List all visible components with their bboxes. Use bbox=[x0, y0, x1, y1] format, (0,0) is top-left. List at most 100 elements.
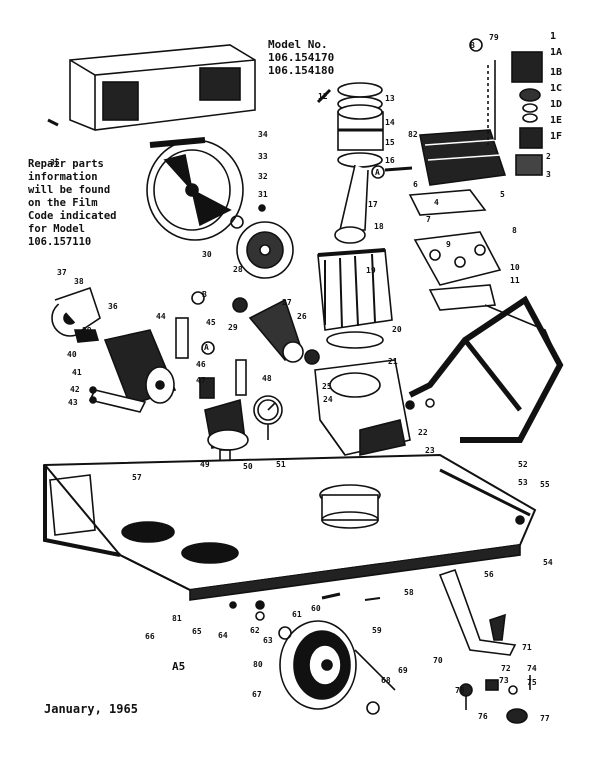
ref-label: 33 bbox=[258, 152, 268, 161]
page-code: A5 bbox=[172, 660, 186, 673]
ref-label: 1F bbox=[550, 131, 563, 142]
piston-assembly bbox=[316, 82, 384, 244]
ref-label: 45 bbox=[206, 318, 216, 327]
ref-label: 19 bbox=[366, 266, 376, 275]
ref-label: 17 bbox=[368, 200, 378, 209]
model-number-1: 106.154170 bbox=[268, 51, 335, 64]
ref-label: 2 bbox=[546, 152, 551, 161]
ref-label: 68 bbox=[381, 676, 391, 685]
ref-label: 20 bbox=[392, 325, 402, 334]
ref-label: 63 bbox=[263, 636, 273, 645]
ref-label: 49 bbox=[200, 460, 210, 469]
ref-label: 13 bbox=[385, 94, 395, 103]
ref-label: 1A bbox=[550, 47, 563, 58]
ref-label: 29 bbox=[228, 323, 238, 332]
ref-label: 43 bbox=[68, 398, 78, 407]
ref-label: 7 bbox=[426, 215, 431, 224]
repair-note-line: information bbox=[28, 171, 98, 183]
ref-label: 64 bbox=[218, 631, 228, 640]
ref-label: 12 bbox=[318, 92, 328, 101]
ref-label: 71 bbox=[522, 643, 532, 652]
model-title: Model No. bbox=[268, 38, 328, 51]
ref-label: 9 bbox=[446, 240, 451, 249]
motor-pulley bbox=[230, 215, 294, 279]
circled-letter-a: A bbox=[204, 343, 209, 352]
ref-label: 58 bbox=[404, 588, 414, 597]
repair-note-line: will be found bbox=[28, 184, 111, 196]
ref-label: 15 bbox=[385, 138, 395, 147]
ref-label: 66 bbox=[145, 632, 155, 641]
pressure-switch bbox=[204, 398, 249, 466]
ref-label: 70 bbox=[433, 656, 443, 665]
unloader-valve-assembly bbox=[487, 51, 543, 176]
ref-label: 41 bbox=[72, 368, 82, 377]
ref-label: 32 bbox=[258, 172, 268, 181]
wheel bbox=[278, 620, 396, 715]
ref-label: 8 bbox=[512, 226, 517, 235]
ref-label: 5 bbox=[500, 190, 505, 199]
ref-label: 16 bbox=[385, 156, 395, 165]
ref-label: 6 bbox=[413, 180, 418, 189]
ref-label: 22 bbox=[418, 428, 428, 437]
ref-label: 40 bbox=[67, 350, 77, 359]
ref-label: 65 bbox=[192, 627, 202, 636]
ref-label: 69 bbox=[398, 666, 408, 675]
ref-label: 30 bbox=[202, 250, 212, 259]
ref-label: 75 bbox=[527, 678, 537, 687]
ref-label: 1D bbox=[550, 99, 563, 110]
fasteners bbox=[47, 38, 525, 621]
ref-label: 34 bbox=[258, 130, 268, 139]
ref-label: 53 bbox=[518, 478, 528, 487]
cylinder bbox=[317, 248, 393, 349]
ref-label: 42 bbox=[70, 385, 80, 394]
flywheel-pulley bbox=[146, 137, 244, 241]
ref-label: 77 bbox=[540, 714, 550, 723]
repair-note-line: on the Film bbox=[28, 197, 98, 209]
ref-label: 57 bbox=[132, 473, 142, 482]
support-leg bbox=[438, 568, 517, 656]
motor-belt-pulley bbox=[51, 286, 101, 343]
crankcase bbox=[314, 359, 415, 456]
ref-label: 26 bbox=[297, 312, 307, 321]
ref-label: 38 bbox=[74, 277, 84, 286]
repair-note-line: 106.157110 bbox=[28, 236, 92, 248]
ref-label: 50 bbox=[243, 462, 253, 471]
ref-label: 51 bbox=[276, 460, 286, 469]
ref-label: 35 bbox=[50, 158, 60, 167]
ref-label: 28 bbox=[233, 265, 243, 274]
ref-label: 74 bbox=[527, 664, 537, 673]
handle bbox=[408, 295, 564, 443]
ref-label: 81 bbox=[172, 614, 182, 623]
ref-label: 55 bbox=[540, 480, 550, 489]
ref-label: 47 bbox=[196, 376, 206, 385]
ref-label: 54 bbox=[543, 558, 553, 567]
ref-label: 76 bbox=[478, 712, 488, 721]
circled-letter-b: B bbox=[202, 290, 207, 299]
crankshaft bbox=[232, 297, 320, 365]
ref-label: 1B bbox=[550, 67, 563, 78]
ref-label: 59 bbox=[372, 626, 382, 635]
ref-label: 56 bbox=[484, 570, 494, 579]
ref-label: 48 bbox=[262, 374, 272, 383]
ref-label: 67 bbox=[252, 690, 262, 699]
ref-label: 78 bbox=[455, 686, 465, 695]
ref-label: 18 bbox=[374, 222, 384, 231]
ref-label: 73 bbox=[499, 676, 509, 685]
ref-label: 1 bbox=[550, 31, 557, 42]
drain-valve-parts bbox=[459, 675, 531, 724]
ref-label: 1C bbox=[550, 83, 563, 94]
ref-label: 44 bbox=[156, 312, 166, 321]
ref-label: 27 bbox=[282, 298, 292, 307]
ref-label: 3 bbox=[546, 170, 551, 179]
ref-label: 21 bbox=[388, 357, 398, 366]
revision-date: January, 1965 bbox=[44, 702, 138, 716]
ref-label: 10 bbox=[510, 263, 520, 272]
ref-label: 36 bbox=[108, 302, 118, 311]
cylinder-head bbox=[408, 129, 507, 311]
ref-label: 60 bbox=[311, 604, 321, 613]
ref-label: 61 bbox=[292, 610, 302, 619]
ref-label: 14 bbox=[385, 118, 395, 127]
